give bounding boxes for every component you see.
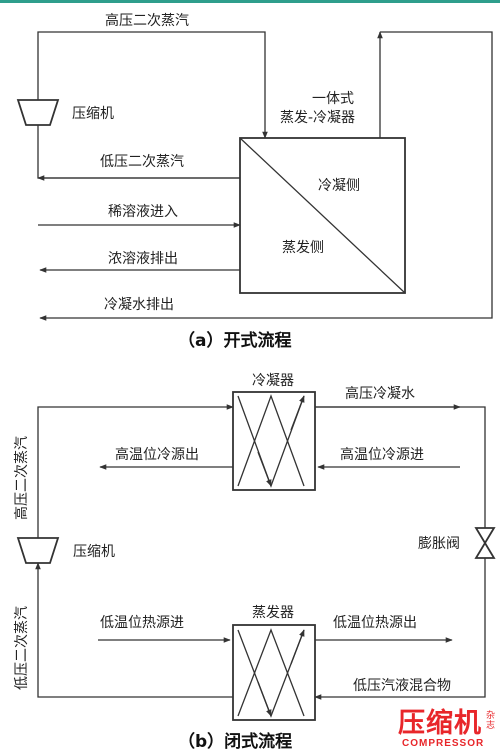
label-evaporator: 蒸发器 <box>252 605 294 621</box>
top-accent-rule <box>0 0 500 3</box>
label-condenser: 冷凝器 <box>252 373 294 389</box>
evaporator-arrow-2 <box>290 629 305 665</box>
compressor-magazine-logo: 压缩机 COMPRESSOR 杂志 <box>398 709 498 753</box>
caption-open-process: （a）开式流程 <box>178 330 291 351</box>
closed-process-diagram: 冷凝器 高压冷凝水 高温位冷源出 高温位冷源进 高压二次蒸汽 压缩机 膨胀阀 低… <box>13 373 496 752</box>
condenser-arrow-1 <box>257 451 272 487</box>
condenser-zigzag-2 <box>237 394 305 487</box>
hp-steam-line-b <box>37 404 234 538</box>
condenser-arrow-2 <box>290 395 305 431</box>
hp-steam-line <box>37 31 268 139</box>
expansion-valve-symbol <box>474 527 496 545</box>
compressor-symbol <box>16 99 60 126</box>
logo-title: 压缩机 <box>398 708 482 739</box>
label-conc-out: 浓溶液排出 <box>108 251 178 267</box>
lp-steam-line-b <box>35 562 233 698</box>
label-hp-steam: 高压二次蒸汽 <box>105 12 189 29</box>
evaporator-arrow-1 <box>257 681 272 717</box>
label-hp-steam-vertical: 高压二次蒸汽 <box>13 436 30 520</box>
unit-diagonal <box>239 137 406 294</box>
evaporator-zigzag-2 <box>237 628 305 717</box>
unit-vent-return <box>39 31 493 321</box>
caption-closed-process: （b）闭式流程 <box>178 731 292 752</box>
compressor-symbol-b <box>16 537 60 564</box>
label-lp-mixture: 低压汽液混合物 <box>353 678 451 694</box>
lp-mixture-line <box>314 558 486 700</box>
label-lt-heat-out: 低温位热源出 <box>333 615 417 631</box>
label-unit-line2: 蒸发-冷凝器 <box>280 110 355 126</box>
label-ht-cold-in: 高温位冷源进 <box>340 446 424 463</box>
label-evap-side: 蒸发侧 <box>282 240 324 256</box>
expansion-valve-symbol-2 <box>474 541 496 559</box>
label-condensate-out: 冷凝水排出 <box>104 297 174 313</box>
open-process-diagram: 高压二次蒸汽 压缩机 一体式 蒸发-冷凝器 低压二次蒸汽 冷凝侧 稀溶液进入 蒸… <box>16 12 493 351</box>
label-compressor: 压缩机 <box>72 106 114 122</box>
lp-steam-line <box>37 125 240 179</box>
logo-tag: 杂志 <box>486 711 496 731</box>
label-lp-steam: 低压二次蒸汽 <box>100 154 184 170</box>
label-compressor-b: 压缩机 <box>73 544 115 560</box>
label-expansion-valve: 膨胀阀 <box>418 535 460 552</box>
label-dilute-in: 稀溶液进入 <box>108 204 178 220</box>
label-lp-steam-vertical: 低压二次蒸汽 <box>14 606 30 690</box>
label-lt-heat-in: 低温位热源进 <box>100 615 184 631</box>
evaporator-box <box>232 624 316 721</box>
condenser-box <box>232 391 316 491</box>
label-cond-side: 冷凝侧 <box>318 178 360 194</box>
logo-subtitle: COMPRESSOR <box>402 738 485 749</box>
label-unit-line1: 一体式 <box>312 91 354 107</box>
label-ht-cold-out: 高温位冷源出 <box>115 446 199 463</box>
label-hp-condensate: 高压冷凝水 <box>345 385 415 402</box>
